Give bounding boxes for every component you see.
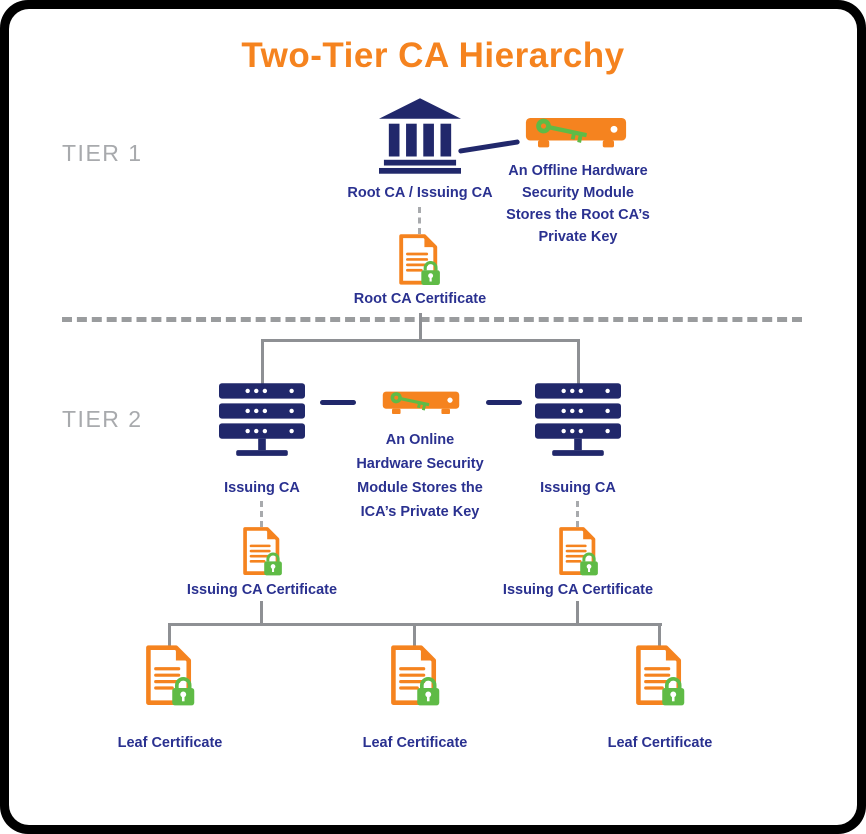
leaf-cert-label-2: Leaf Certificate	[362, 735, 468, 751]
online-hsm-icon	[381, 387, 461, 421]
tier2-label: TIER 2	[62, 406, 143, 432]
root-ca-certificate-icon	[395, 233, 443, 294]
padlock-icon	[172, 677, 195, 706]
connector-rightca-cert	[576, 501, 579, 527]
connector-rootcert-branch	[419, 313, 422, 342]
issuing-ca-server-icon-left	[219, 383, 305, 465]
issuing-ca-right-label: Issuing CA	[540, 480, 616, 496]
issuing-ca-server-icon-right	[535, 383, 621, 465]
connector-leftcert-branch	[260, 601, 263, 626]
issuing-ca-certificate-icon-left	[239, 526, 285, 584]
issuing-ca-left-label: Issuing CA	[224, 480, 300, 496]
connector-rightcert-branch	[576, 601, 579, 626]
padlock-icon	[264, 552, 282, 576]
issuing-cert-left-label: Issuing CA Certificate	[186, 582, 338, 598]
padlock-icon	[421, 261, 440, 285]
connector-leaf1	[168, 623, 171, 646]
offline-hsm-line-3: Stores the Root CA’s	[506, 207, 650, 223]
leaf-cert-label-3: Leaf Certificate	[607, 735, 713, 751]
offline-hsm-icon	[524, 112, 628, 155]
key-icon	[390, 392, 430, 411]
online-hsm-description: An Online Hardware Security Module Store…	[330, 428, 510, 524]
leaf-certificate-icon-1	[141, 644, 198, 715]
offline-hsm-line-4: Private Key	[538, 229, 618, 245]
root-ca-label: Root CA / Issuing CA	[347, 185, 493, 201]
root-cert-label: Root CA Certificate	[353, 291, 487, 307]
connector-leftca-cert	[260, 501, 263, 527]
online-hsm-line-2: Hardware Security	[356, 456, 484, 472]
padlock-icon	[662, 677, 685, 706]
online-hsm-line-4: ICA’s Private Key	[360, 504, 480, 520]
offline-hsm-line-2: Security Module	[522, 185, 634, 201]
connector-leaf2	[413, 623, 416, 646]
leaf-certificate-icon-3	[631, 644, 688, 715]
tier1-label: TIER 1	[62, 140, 143, 166]
offline-hsm-description: An Offline Hardware Security Module Stor…	[478, 160, 678, 248]
connector-rightca-hsm	[486, 400, 522, 405]
root-ca-bank-icon	[379, 98, 461, 179]
connector-branch-rightca	[577, 339, 580, 384]
padlock-icon	[417, 677, 440, 706]
key-icon	[536, 118, 587, 143]
diagram-title: Two-Tier CA Hierarchy	[241, 36, 625, 75]
offline-hsm-line-1: An Offline Hardware	[508, 163, 648, 179]
online-hsm-line-3: Module Stores the	[357, 480, 483, 496]
tier-separator-line	[62, 317, 802, 322]
issuing-ca-certificate-icon-right	[555, 526, 601, 584]
connector-leaf3	[658, 623, 661, 646]
leaf-certificate-icon-2	[386, 644, 443, 715]
connector-rootca-rootcert	[418, 207, 421, 234]
leaf-cert-label-1: Leaf Certificate	[117, 735, 223, 751]
online-hsm-line-1: An Online	[385, 432, 455, 448]
connector-leftca-hsm	[320, 400, 356, 405]
issuing-cert-right-label: Issuing CA Certificate	[502, 582, 654, 598]
branch-line-top	[261, 339, 580, 342]
padlock-icon	[580, 552, 598, 576]
connector-branch-leftca	[261, 339, 264, 384]
